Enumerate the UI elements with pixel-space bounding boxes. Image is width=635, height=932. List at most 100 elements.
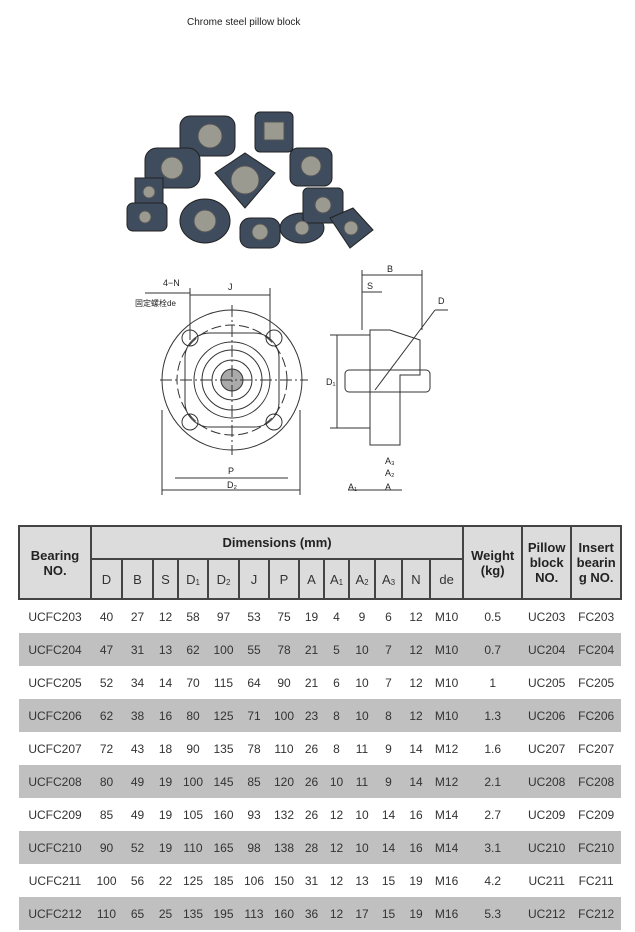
table-cell: 19 [304,609,319,624]
table-cell: 21 [304,675,319,690]
table-cell: 26 [304,741,319,756]
table-cell: 18 [158,741,173,756]
table-cell: 135 [178,897,208,930]
label-b: B [387,264,393,274]
table-cell: UC203 [527,609,566,624]
table-cell: 85 [239,765,269,798]
table-cell: 10 [349,831,375,864]
table-cell: UC205 [527,675,566,690]
table-cell: 138 [269,831,299,864]
table-cell: 4.2 [484,873,502,888]
header-dimensions: Dimensions (mm) [89,525,465,560]
table-cell: 52 [99,675,114,690]
table-cell: 62 [91,699,122,732]
table-cell: UCFC212 [19,897,91,930]
table-cell: 19 [158,807,173,822]
table-cell: 22 [158,873,173,888]
table-cell: 43 [130,741,145,756]
header-dim-a1: A1 [323,558,350,600]
table-cell: 14 [409,741,423,756]
table-cell: 16 [402,831,430,864]
label-j: J [228,282,233,292]
table-cell: 12 [329,873,344,888]
table-cell: 55 [239,633,269,666]
table-cell: 25 [153,897,178,930]
table-cell: 12 [402,633,430,666]
table-cell: UC211 [528,873,565,888]
table-cell: 12 [324,831,349,864]
table-cell: UCFC209 [28,807,82,822]
dimensions-table: Bearing NO. Dimensions (mm) Weight (kg) … [18,525,623,930]
table-cell: M10 [434,609,459,624]
table-cell: 14 [381,807,396,822]
table-cell: FC209 [578,807,615,822]
table-cell: 38 [122,699,153,732]
table-cell: 80 [91,765,122,798]
table-cell: FC211 [578,873,614,888]
table-cell: UCFC208 [19,765,91,798]
header-dim-p: P [268,558,300,600]
table-cell: 15 [381,873,396,888]
table-cell: 3.1 [463,831,523,864]
table-cell: 100 [269,699,299,732]
label-de: 固定螺栓de [135,298,176,308]
header-dim-de: de [428,558,465,600]
table-cell: 125 [182,873,204,888]
table-cell: M12 [430,765,464,798]
label-d: D [438,296,445,306]
table-cell: UC210 [522,831,572,864]
table-cell: FC205 [578,675,615,690]
table-cell: FC212 [571,897,622,930]
table-cell: UC206 [522,699,572,732]
header-dim-a: A [298,558,325,600]
table-cell: 160 [213,807,234,822]
table-cell: 9 [385,741,392,756]
table-cell: 12 [158,609,173,624]
table-cell: 23 [299,699,324,732]
table-cell: UC207 [527,741,566,756]
page-title: Chrome steel pillow block [187,17,301,28]
table-cell: 125 [208,699,239,732]
label-s: S [367,281,373,291]
label-4n: 4−N [163,278,180,288]
table-cell: 72 [99,741,114,756]
table-cell: 93 [247,807,261,822]
table-cell: 0.5 [484,609,502,624]
table-cell: 71 [239,699,269,732]
table-cell: 97 [216,609,231,624]
table-cell: 132 [273,807,295,822]
table-cell: 6 [333,675,340,690]
table-cell: M10 [434,675,459,690]
table-cell: 75 [277,609,291,624]
table-cell: 1.3 [463,699,523,732]
table-cell: 11 [355,741,369,756]
table-cell: 12 [409,609,423,624]
table-cell: 52 [122,831,153,864]
table-cell: 7 [375,633,402,666]
table-cell: 78 [269,633,299,666]
table-cell: 62 [178,633,208,666]
table-cell: 110 [178,831,208,864]
table-cell: 34 [130,675,145,690]
table-cell: FC210 [571,831,622,864]
table-cell: M16 [434,873,459,888]
table-cell: 0.7 [463,633,523,666]
table-cell: 64 [247,675,261,690]
table-cell: FC203 [578,609,615,624]
table-cell: 16 [409,807,423,822]
table-cell: 47 [91,633,122,666]
table-cell: M16 [430,897,464,930]
table-cell: 8 [375,699,402,732]
header-dim-j: J [238,558,270,600]
table-cell: FC206 [571,699,622,732]
table-cell: UCFC205 [28,675,82,690]
table-cell: 15 [375,897,402,930]
table-cell: 145 [208,765,239,798]
table-cell: 19 [153,765,178,798]
table-cell: M14 [434,807,459,822]
table-cell: M14 [430,831,464,864]
table-cell: FC204 [571,633,622,666]
